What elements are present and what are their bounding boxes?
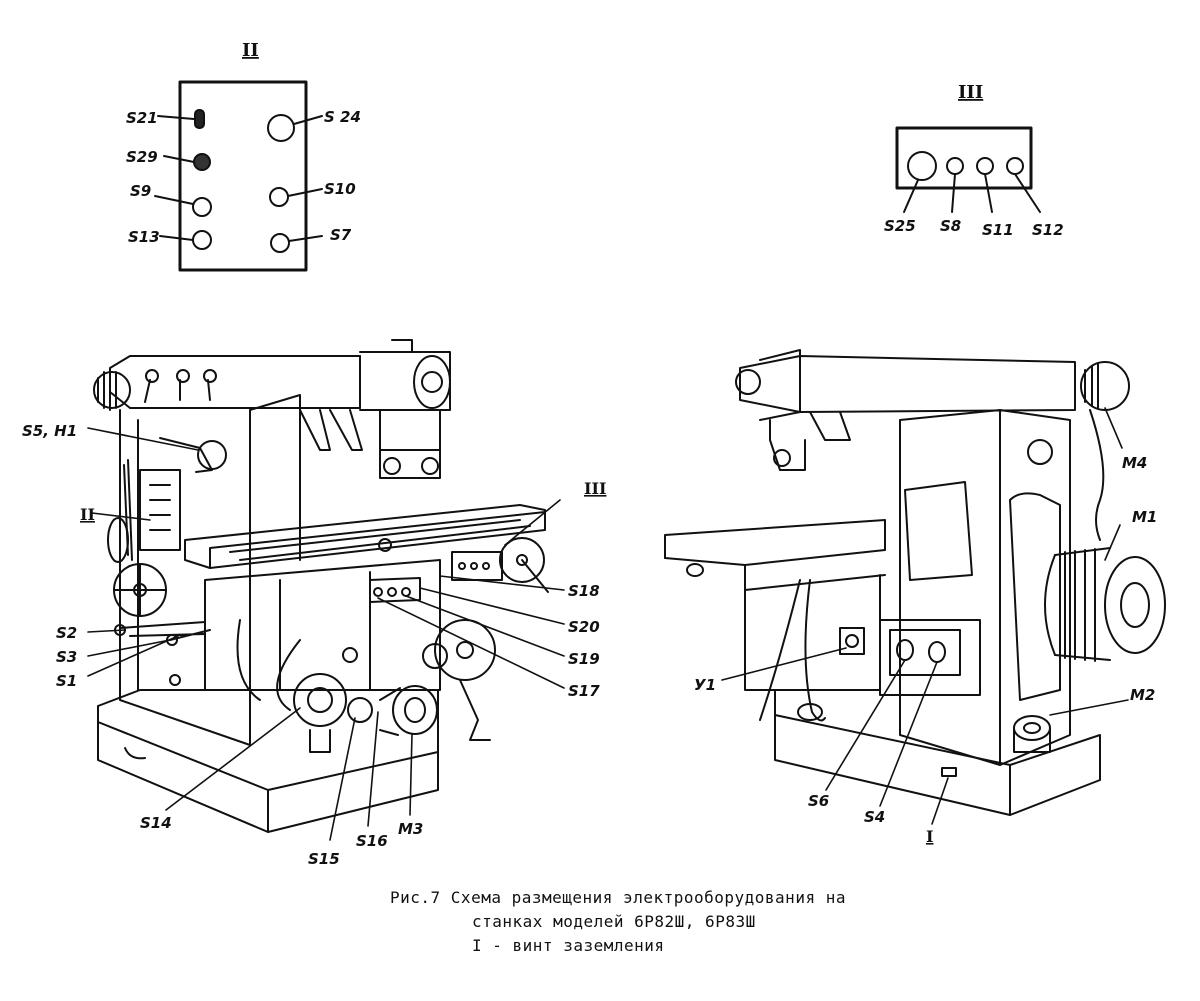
panel-iii: III S25 S8 S11 S12 <box>884 82 1064 239</box>
panel-ii: II S21 S29 S9 S13 S 24 S10 S7 <box>126 40 361 272</box>
label-s12: S12 <box>1032 221 1064 239</box>
label-s15: S15 <box>308 850 340 868</box>
front-view-leaders <box>87 427 565 841</box>
s25-button-icon <box>907 151 937 181</box>
label-s17: S17 <box>568 682 600 700</box>
label-s24: S 24 <box>324 108 361 126</box>
caption-line-1: Рис.7 Схема размещения электрооборудован… <box>390 888 846 907</box>
label-i: I <box>926 827 933 846</box>
label-m3: M3 <box>398 820 423 838</box>
label-s13: S13 <box>128 228 160 246</box>
label-y1: У1 <box>694 676 716 694</box>
label-s5-h1: S5, H1 <box>22 422 77 440</box>
label-s20: S20 <box>568 618 600 636</box>
s29-button-icon <box>193 153 211 171</box>
s12-button-icon <box>1006 157 1024 175</box>
label-s6: S6 <box>808 792 829 810</box>
panel-ii-box <box>178 80 308 272</box>
rear-view-machine <box>664 349 1166 816</box>
s8-button-icon <box>946 157 964 175</box>
label-s1: S1 <box>56 672 77 690</box>
panel-iii-title: III <box>958 82 983 103</box>
rear-view-leaders <box>721 407 1129 825</box>
label-s10: S10 <box>324 180 356 198</box>
label-s9: S9 <box>130 182 151 200</box>
label-s8: S8 <box>940 217 961 235</box>
label-s16: S16 <box>356 832 388 850</box>
figure-caption: Рис.7 Схема размещения электрооборудован… <box>390 886 846 958</box>
s13-button-icon <box>192 230 212 250</box>
label-s29: S29 <box>126 148 158 166</box>
label-s21: S21 <box>126 109 158 127</box>
caption-line-2: станках моделей 6Р82Ш, 6Р83Ш <box>472 912 756 931</box>
label-s25: S25 <box>884 217 916 235</box>
s24-button-icon <box>267 114 295 142</box>
panel-ii-title: II <box>242 40 259 61</box>
s11-button-icon <box>976 157 994 175</box>
label-m4: M4 <box>1122 454 1147 472</box>
label-s11: S11 <box>982 221 1014 239</box>
label-s7: S7 <box>330 226 352 244</box>
s21-toggle-icon <box>194 109 205 129</box>
caption-line-3: I - винт заземления <box>472 936 665 955</box>
s7-button-icon <box>270 233 290 253</box>
label-s4: S4 <box>864 808 885 826</box>
label-s2: S2 <box>56 624 77 642</box>
label-m2: M2 <box>1130 686 1155 704</box>
s10-button-icon <box>269 187 289 207</box>
front-view-machine <box>93 339 549 833</box>
label-m1: M1 <box>1132 508 1157 526</box>
label-s14: S14 <box>140 814 172 832</box>
label-s3: S3 <box>56 648 77 666</box>
label-s19: S19 <box>568 650 600 668</box>
label-s18: S18 <box>568 582 600 600</box>
s9-button-icon <box>192 197 212 217</box>
label-front-ii: II <box>80 505 95 524</box>
panel-iii-box <box>895 126 1033 190</box>
label-front-iii: III <box>584 479 606 498</box>
